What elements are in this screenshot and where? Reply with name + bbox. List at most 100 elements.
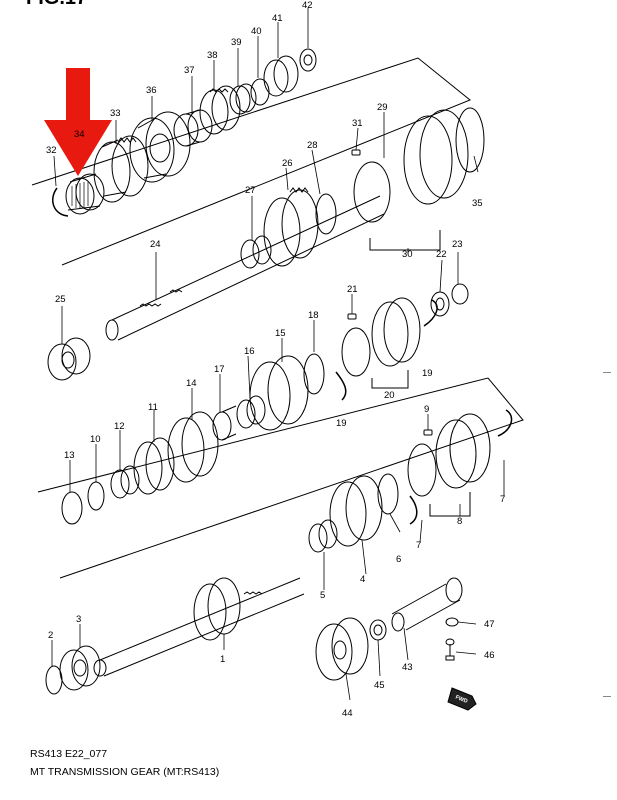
callout-12: 12 <box>114 421 125 432</box>
part-17-collar <box>212 405 237 441</box>
figure-title: FIG.17 <box>26 0 87 10</box>
part-27-needle-bearing <box>240 235 272 269</box>
callout-25: 25 <box>55 294 66 305</box>
drawing-code: RS413 E22_077 <box>30 748 108 760</box>
callout-40: 40 <box>251 26 262 37</box>
part-35-synchro-ring <box>455 107 485 173</box>
callout-5: 5 <box>320 590 325 601</box>
callout-16: 16 <box>244 346 255 357</box>
callout-41: 41 <box>272 13 283 24</box>
callout-42: 42 <box>302 0 313 11</box>
callout-45: 45 <box>374 680 385 691</box>
callout-4: 4 <box>360 574 365 585</box>
callout-38: 38 <box>207 50 218 61</box>
callout-32: 32 <box>46 145 57 156</box>
part-2-snap-ring <box>45 665 63 695</box>
callout-37: 37 <box>184 65 195 76</box>
callout-36: 36 <box>146 85 157 96</box>
part-4-gear <box>329 475 383 547</box>
callout-30: 30 <box>402 249 413 260</box>
callout-23: 23 <box>452 239 463 250</box>
callout-7a: 7 <box>416 540 421 551</box>
part-30-synchronizer-assembly <box>353 109 469 251</box>
part-20-synchronizer-assembly <box>341 297 421 389</box>
fwd-arrow-icon: FWD <box>447 687 477 711</box>
part-21-key <box>347 313 357 320</box>
part-12-needle-bearing <box>110 465 140 499</box>
callout-35: 35 <box>472 198 483 209</box>
part-39-bearing <box>229 83 257 115</box>
part-15-gear <box>249 355 309 431</box>
callout-39: 39 <box>231 37 242 48</box>
callout-26: 26 <box>282 158 293 169</box>
callout-24: 24 <box>150 239 161 250</box>
margin-tick <box>603 696 611 697</box>
callout-11: 11 <box>148 402 158 413</box>
part-7-snap-ring-b <box>409 495 418 525</box>
leader-lines <box>51 8 505 701</box>
part-42-nut <box>299 48 317 72</box>
part-22-thrust-washer <box>430 291 450 317</box>
callout-19b: 19 <box>336 418 347 429</box>
part-41-gear <box>263 55 299 97</box>
part-9-key <box>423 429 433 436</box>
callout-18: 18 <box>308 310 319 321</box>
callout-3: 3 <box>76 614 81 625</box>
part-18-synchro-ring <box>303 353 325 395</box>
callout-numbers: 1 2 3 4 5 6 7 7 7 8 9 10 11 12 13 14 15 … <box>46 0 505 719</box>
part-36-gear <box>129 111 191 183</box>
part-38-gear <box>199 85 241 135</box>
margin-tick <box>603 372 611 373</box>
part-10-synchro-ring <box>87 481 105 511</box>
figure-caption: MT TRANSMISSION GEAR (MT:RS413) <box>30 766 220 778</box>
callout-33: 33 <box>110 108 121 119</box>
part-40-ring <box>250 78 270 106</box>
callout-47: 47 <box>484 619 495 630</box>
callout-19a: 19 <box>422 368 433 379</box>
part-8-synchronizer-assembly <box>407 413 491 517</box>
part-7-snap-ring-a <box>497 409 513 437</box>
callout-29: 29 <box>377 102 388 113</box>
part-25-ball-bearing <box>47 337 91 381</box>
callout-14: 14 <box>186 378 197 389</box>
highlight-arrow-icon <box>44 68 112 176</box>
part-23-snap-ring <box>451 283 469 305</box>
callout-17: 17 <box>214 364 225 375</box>
part-6-synchro-ring <box>377 473 399 515</box>
panel-mid-outline <box>37 377 524 579</box>
part-31-key <box>351 149 361 156</box>
part-19-snap-ring-b <box>335 371 347 401</box>
callout-34: 34 <box>74 129 85 140</box>
callout-20: 20 <box>384 390 395 401</box>
part-19-snap-ring-a <box>423 299 438 327</box>
part-16-needle-bearing <box>236 395 266 429</box>
part-43-reverse-idler-shaft <box>391 577 463 632</box>
callout-1: 1 <box>220 654 225 665</box>
callout-7b: 7 <box>500 494 505 505</box>
callout-13: 13 <box>64 450 75 461</box>
part-44-reverse-idler-gear <box>315 617 369 681</box>
part-45-washer <box>369 619 387 641</box>
callout-10: 10 <box>90 434 101 445</box>
part-47-washer <box>445 617 459 627</box>
callout-43: 43 <box>402 662 413 673</box>
part-5-needle-bearing <box>308 519 338 553</box>
part-24-shaft <box>105 195 385 341</box>
callout-28: 28 <box>307 140 318 151</box>
callout-31: 31 <box>352 118 363 129</box>
callout-27: 27 <box>245 185 256 196</box>
panel-top-outline <box>31 57 471 266</box>
callout-21: 21 <box>347 284 358 295</box>
part-13-synchro-ring <box>61 491 83 525</box>
part-14-gear <box>167 411 219 483</box>
part-32-snap-ring <box>52 187 69 217</box>
part-34-needle-bearing <box>65 173 105 215</box>
callout-6: 6 <box>396 554 401 565</box>
callout-2: 2 <box>48 630 53 641</box>
callout-46: 46 <box>484 650 495 661</box>
callout-9: 9 <box>424 404 429 415</box>
callout-22: 22 <box>436 249 447 260</box>
part-26-gear <box>263 187 319 267</box>
part-1-countershaft <box>93 577 305 677</box>
